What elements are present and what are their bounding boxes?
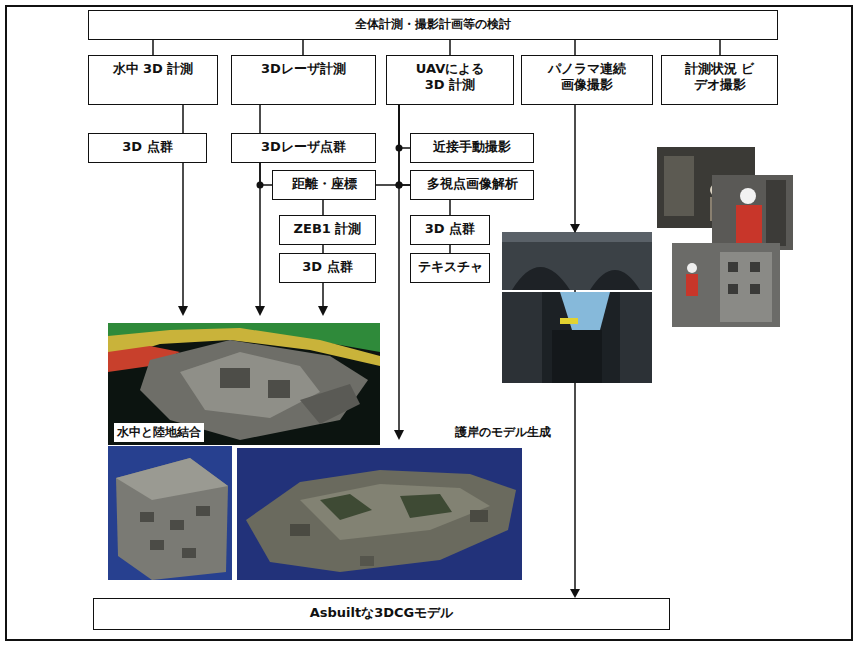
box-label: Asbuiltな3DCGモデル: [98, 605, 665, 621]
process-box: 計測状況 ビデオ撮影: [661, 55, 778, 105]
process-box: 距離・座標: [272, 170, 376, 200]
connector-line: [719, 40, 721, 55]
junction-dot: [257, 182, 264, 189]
connector: [183, 105, 184, 133]
connector: [153, 40, 154, 55]
process-box: ZEB1 計測: [279, 215, 376, 245]
process-box: 3Dレーザ点群: [231, 133, 376, 163]
junction-dot: [396, 182, 403, 189]
island-model-image: [237, 448, 522, 580]
connector: [720, 40, 721, 55]
outer-frame: [6, 6, 852, 640]
box-label: 3Dレーザ点群: [236, 139, 371, 155]
connector: [450, 245, 451, 253]
box-label: 3Dレーザ計測: [236, 61, 371, 77]
point-cloud-image: [108, 323, 380, 445]
box-label: 距離・座標: [277, 176, 371, 192]
image-caption: 護岸のモデル生成: [452, 423, 554, 442]
arrow-head: [570, 224, 580, 233]
box-label: 3D 点群: [93, 139, 202, 155]
site-photo: [712, 175, 793, 250]
connector-line: [449, 200, 451, 215]
connector: [575, 40, 576, 55]
connector-line: [399, 105, 410, 185]
connector: [303, 40, 304, 55]
box-label: 全体計測・撮影計画等の検討: [93, 17, 773, 32]
connector: [260, 105, 261, 133]
panorama-image: [502, 292, 652, 383]
site-photo: [672, 243, 780, 327]
process-box: 3D 点群: [88, 133, 207, 163]
process-box: 全体計測・撮影計画等の検討: [88, 10, 778, 40]
box-label: パノラマ連続 画像撮影: [541, 61, 633, 94]
arrow-head: [570, 589, 580, 598]
connector: [323, 200, 324, 215]
connector: [257, 163, 273, 189]
process-box: Asbuiltな3DCGモデル: [93, 598, 670, 630]
box-label: UAVによる 3D 計測: [409, 61, 491, 94]
connector-line: [449, 40, 451, 55]
process-box: パノラマ連続 画像撮影: [521, 55, 653, 105]
connector-line: [449, 245, 451, 253]
arrow-head: [255, 306, 265, 316]
box-label: 多視点画像解析: [415, 176, 529, 192]
flow-line: [182, 140, 184, 307]
panorama-image: [502, 232, 652, 290]
process-box: 近接手動撮影: [410, 133, 534, 163]
connector: [396, 105, 411, 152]
process-box: 3D 点群: [410, 215, 490, 245]
box-label: 3D 点群: [415, 221, 485, 237]
connector-line: [302, 40, 304, 55]
process-box: UAVによる 3D 計測: [386, 55, 514, 105]
junction-dot: [396, 182, 403, 189]
arrow-head: [318, 306, 328, 316]
process-box: 3Dレーザ計測: [231, 55, 376, 105]
box-label: 近接手動撮影: [415, 139, 529, 155]
process-box: テキスチャ: [410, 253, 490, 283]
box-label: ZEB1 計測: [284, 221, 371, 237]
box-label: 3D 点群: [284, 259, 371, 275]
box-label: テキスチャ: [415, 259, 485, 275]
building-image: [108, 446, 232, 580]
connector: [396, 105, 411, 189]
box-label: 水中 3D 計測: [93, 61, 213, 77]
connector-line: [182, 105, 184, 133]
process-box: 水中 3D 計測: [88, 55, 218, 105]
connector-line: [574, 40, 576, 55]
process-box: 3D 点群: [279, 253, 376, 283]
connector-line: [322, 200, 324, 215]
connector: [323, 245, 324, 253]
connector-line: [399, 105, 410, 148]
connector-line: [322, 245, 324, 253]
connector-line: [152, 40, 154, 55]
image-caption: 水中と陸地結合: [114, 423, 204, 442]
box-label: 計測状況 ビデオ撮影: [683, 61, 757, 94]
connector-line: [259, 105, 261, 133]
connector: [450, 40, 451, 55]
process-box: 多視点画像解析: [410, 170, 534, 200]
connector: [450, 200, 451, 215]
arrow-head: [394, 430, 404, 440]
connector-line: [260, 163, 272, 185]
arrow-head: [178, 306, 188, 316]
